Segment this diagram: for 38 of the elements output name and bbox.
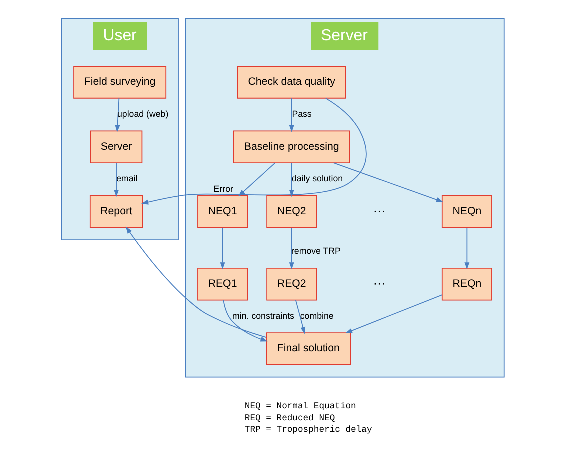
label: REQ = Reduced NEQ [244,413,335,424]
arrow [222,300,268,342]
arrow [114,162,118,198]
node-box: REQ1 [197,268,248,301]
edge-label: min. constraints [232,310,294,321]
node-box: Server [90,130,142,164]
edge-label: daily solution [291,174,343,184]
arrow [288,162,294,198]
label: ··· [372,204,386,218]
arrow [464,228,470,270]
node-box: Field surveying [73,66,166,99]
arrow [332,162,444,202]
arrow [220,228,225,270]
edge-label: Pass [292,108,312,119]
node-box: Final solution [266,332,351,366]
edge-label: remove TRP [290,246,340,256]
arrow [238,162,276,197]
arrow [294,300,306,334]
node-box: NEQ1 [197,195,248,228]
node-box: Check data quality [236,66,346,99]
arrow [288,98,294,132]
label: ··· [372,276,386,291]
label: TRP = Tropospheric delay [244,424,372,435]
edge-label: combine [300,310,334,321]
node-box: NEQ2 [266,195,317,228]
node-box: REQn [441,268,492,301]
node-box: REQ2 [266,268,317,301]
arrow [288,228,294,270]
label: NEQ = Normal Equation [244,402,356,412]
arrow [125,226,266,338]
arrow [344,294,442,334]
node-box: Baseline processing [232,130,350,164]
node-box: NEQn [441,195,492,228]
arrow [114,98,120,132]
node-box: Report [89,195,143,228]
edge-label: Error [213,184,233,194]
arrow [140,98,366,205]
edge-label: email [116,174,138,184]
